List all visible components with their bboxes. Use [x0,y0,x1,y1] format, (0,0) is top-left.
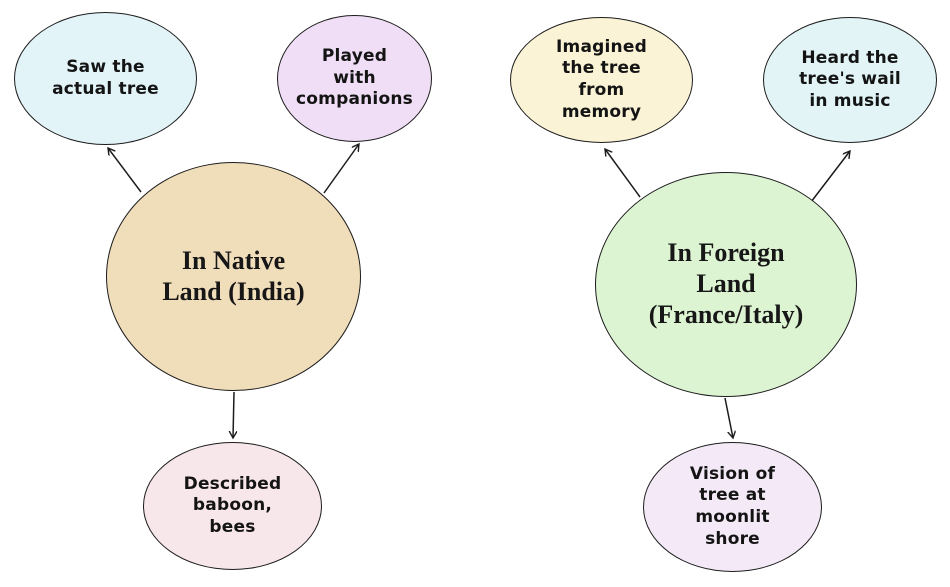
arrow-foreign-to-heard [810,151,850,203]
node-played-with-companions: Played with companions [277,15,432,142]
node-in-native-land: In Native Land (India) [106,162,361,391]
node-saw-actual-tree-label: Saw the actual tree [52,56,159,99]
node-vision-of-tree: Vision of tree at moonlit shore [643,442,822,572]
node-heard-trees-wail-label: Heard the tree's wail in music [799,47,901,111]
node-imagined-tree-from-memory-label: Imagined the tree from memory [556,36,647,122]
node-played-with-companions-label: Played with companions [296,46,413,110]
node-in-foreign-land-label: In Foreign Land (France/Italy) [648,238,804,329]
node-imagined-tree-from-memory: Imagined the tree from memory [510,17,693,143]
node-saw-actual-tree: Saw the actual tree [14,12,197,145]
node-described-baboon-bees: Described baboon, bees [143,442,322,570]
node-in-native-land-label: In Native Land (India) [162,245,305,306]
arrow-native-to-saw [108,148,142,193]
node-heard-trees-wail: Heard the tree's wail in music [763,17,937,143]
arrow-native-to-played [323,144,359,194]
node-vision-of-tree-label: Vision of tree at moonlit shore [689,463,776,549]
node-described-baboon-bees-label: Described baboon, bees [183,473,282,537]
arrow-native-to-described [233,391,234,438]
arrow-foreign-to-imagined [605,149,641,198]
node-in-foreign-land: In Foreign Land (France/Italy) [595,172,857,397]
arrow-foreign-to-vision [724,397,733,438]
